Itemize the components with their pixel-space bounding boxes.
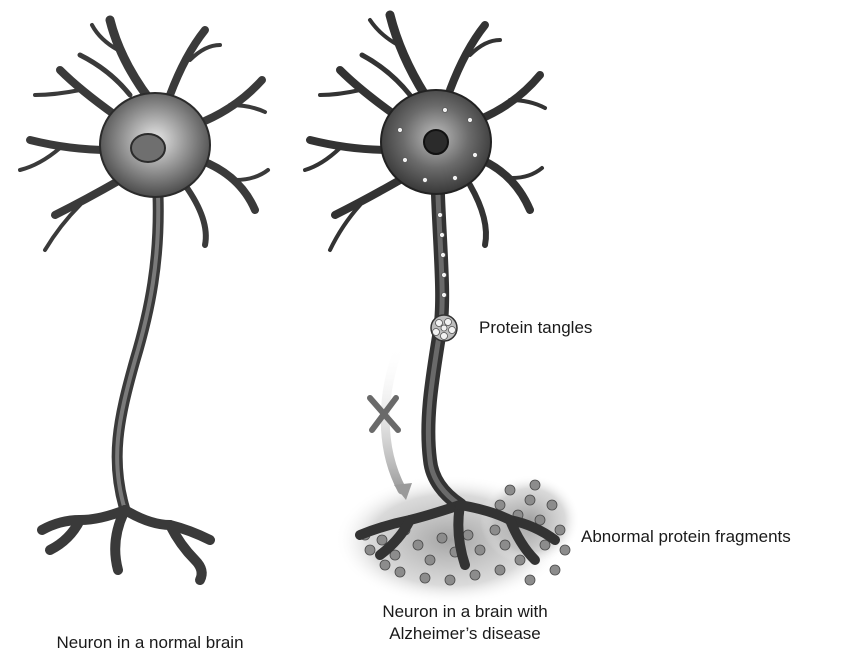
- alzheimers-nucleus: [424, 130, 448, 154]
- caption-alzheimers-line1: Neuron in a brain with: [315, 601, 615, 623]
- alzheimers-axon: [428, 195, 460, 505]
- normal-nucleus: [131, 134, 165, 162]
- caption-alzheimers-neuron: Neuron in a brain with Alzheimer’s disea…: [315, 601, 615, 645]
- label-protein-tangles: Protein tangles: [479, 317, 592, 339]
- caption-alzheimers-line2: Alzheimer’s disease: [315, 623, 615, 645]
- caption-normal-neuron: Neuron in a normal brain: [0, 632, 300, 654]
- label-abnormal-protein-fragments: Abnormal protein fragments: [581, 526, 791, 548]
- protein-tangles-cluster: [431, 315, 457, 341]
- alzheimers-neuron: [305, 15, 580, 605]
- normal-neuron: [20, 20, 268, 580]
- normal-axon-terminals: [42, 510, 210, 580]
